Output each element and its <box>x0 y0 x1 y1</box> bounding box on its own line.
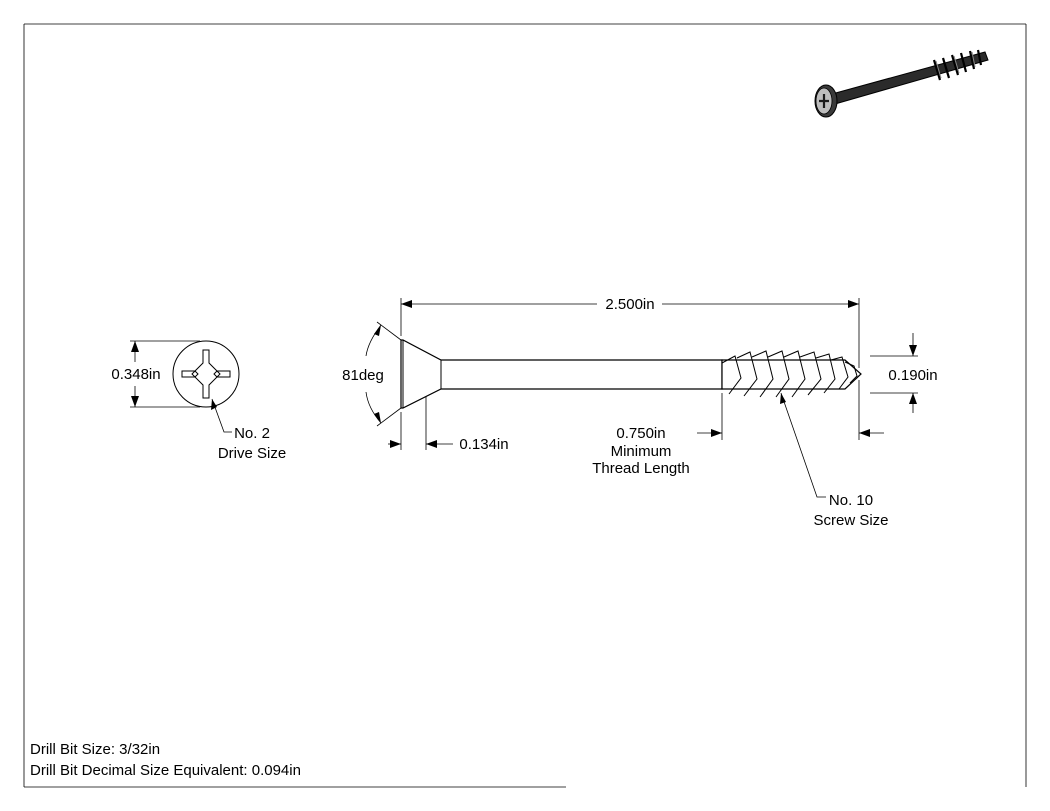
head-diameter-label: 0.348in <box>111 366 160 383</box>
drive-size-leader <box>211 398 232 433</box>
screw-size-leader <box>780 392 826 498</box>
overall-length-dimension <box>400 298 860 368</box>
drill-bit-decimal-note: Drill Bit Decimal Size Equivalent: 0.094… <box>30 762 301 779</box>
major-diameter-dimension <box>870 333 918 413</box>
screw-side-view <box>400 339 862 409</box>
sheet-border <box>23 23 1027 788</box>
screw-size-label-line1: No. 10 <box>829 492 873 509</box>
head-height-label: 0.134in <box>459 436 508 453</box>
thread-length-value: 0.750in <box>616 425 665 442</box>
drive-size-label-line1: No. 2 <box>234 425 270 442</box>
head-angle-label: 81deg <box>342 367 384 384</box>
thread-length-dimension <box>697 380 884 440</box>
head-end-view <box>172 340 240 408</box>
drill-bit-size-note: Drill Bit Size: 3/32in <box>30 741 160 758</box>
screw-size-label-line2: Screw Size <box>813 512 888 529</box>
screw-isometric-view <box>814 49 989 118</box>
head-angle-dimension <box>365 321 402 427</box>
head-diameter-dimension <box>130 340 200 408</box>
major-diameter-label: 0.190in <box>888 367 937 384</box>
drive-size-label-line2: Drive Size <box>218 445 286 462</box>
head-height-dimension <box>388 396 453 450</box>
overall-length-label: 2.500in <box>605 296 654 313</box>
thread-length-line2: Thread Length <box>592 460 690 477</box>
thread-length-line1: Minimum <box>611 443 672 460</box>
